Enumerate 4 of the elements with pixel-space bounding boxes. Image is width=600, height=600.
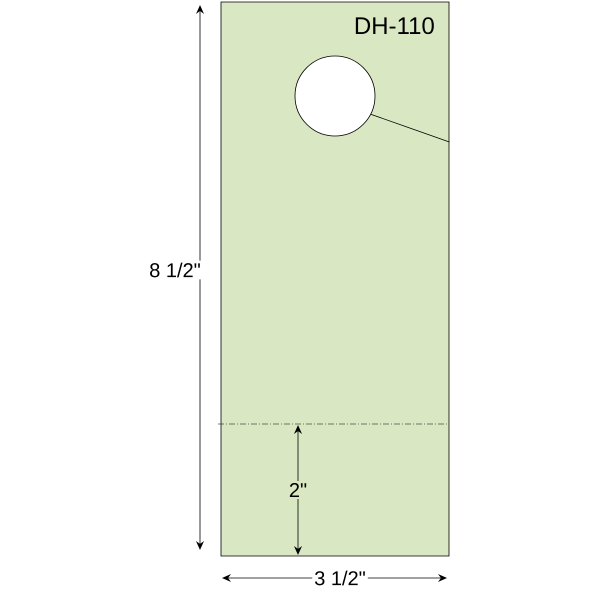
hanger-hole	[294, 56, 376, 136]
dimension-label: 2"	[286, 481, 310, 499]
dimension-label: 8 1/2"	[147, 260, 203, 280]
dimension-label: 3 1/2"	[312, 568, 368, 588]
